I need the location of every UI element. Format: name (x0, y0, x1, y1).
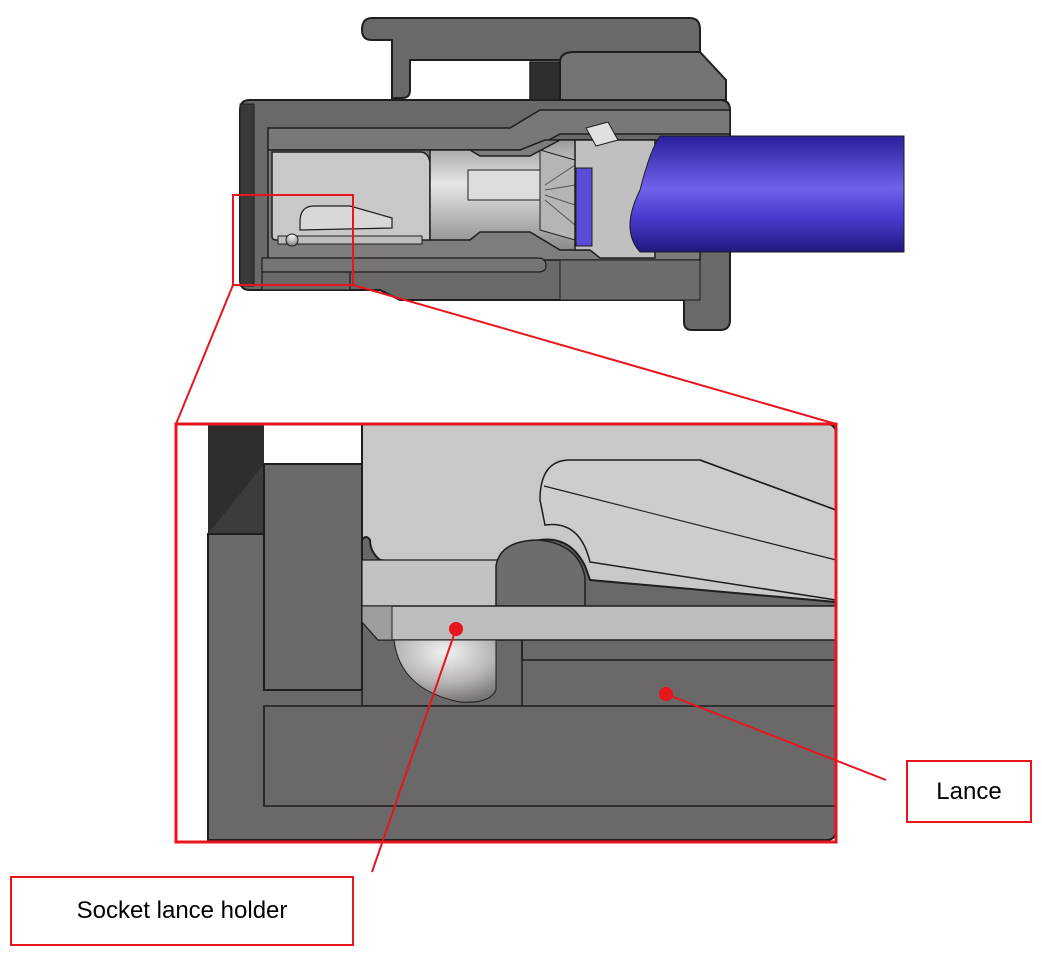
lance-holder-bump-small (285, 233, 299, 247)
detail-frame (174, 422, 838, 844)
lance-callout: Lance (906, 760, 1032, 823)
connector-assembly (239, 17, 905, 331)
housing-rear-block (559, 259, 701, 301)
latch-hook (360, 17, 701, 99)
cable (629, 135, 905, 253)
detail-view (176, 423, 837, 842)
latch-slot (529, 61, 561, 101)
lance-label: Lance (936, 777, 1002, 805)
zoom-line-right (352, 284, 837, 425)
detail-bump (495, 539, 586, 607)
cable-strip (575, 167, 593, 247)
insulation-grip-tab (585, 121, 619, 147)
zoom-line-left (175, 284, 234, 425)
housing-lance-bottom (261, 271, 351, 291)
holder-pointer-line (371, 628, 457, 873)
socket-spring (299, 205, 393, 231)
latch-arm (559, 51, 727, 101)
detail-lance-upper (361, 559, 501, 611)
socket-lance-small (277, 235, 423, 245)
housing-lower-slot (261, 257, 547, 273)
socket-lance-holder-label: Socket lance holder (76, 897, 288, 924)
detail-lance-strip (361, 605, 837, 641)
lance-pointer-line (665, 693, 887, 781)
socket-lance-holder-callout: Socket lance holder (10, 876, 354, 946)
crimp-ring (467, 169, 541, 201)
detail-lance-body (263, 705, 837, 807)
zoom-source-box (232, 194, 354, 286)
detail-lance-holder (393, 639, 497, 703)
